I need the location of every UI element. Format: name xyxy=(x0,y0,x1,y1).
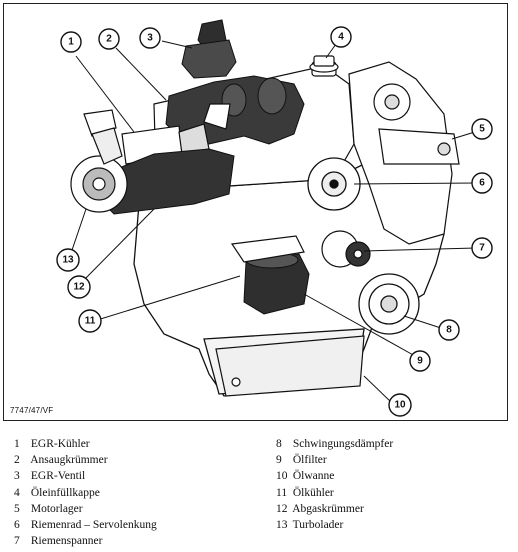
legend-column-left: 1 EGR-Kühler 2 Ansaugkrümmer 3 EGR-Venti… xyxy=(14,436,157,549)
legend-number: 3 xyxy=(14,470,20,483)
legend-number: 1 xyxy=(14,438,20,450)
legend-item: 1 EGR-Kühler xyxy=(14,436,157,452)
parts-legend: 1 EGR-Kühler 2 Ansaugkrümmer 3 EGR-Venti… xyxy=(0,436,518,552)
callout-4: 4 xyxy=(330,26,352,48)
svg-text:5: 5 xyxy=(479,124,485,135)
legend-label: Ölfilter xyxy=(292,454,327,467)
legend-item: 12 Abgaskrümmer xyxy=(276,501,393,517)
svg-text:1: 1 xyxy=(68,37,74,48)
engine-illustration: 1 2 3 4 5 6 7 8 9 10 11 12 13 xyxy=(56,19,493,417)
legend-label: Turbolader xyxy=(292,518,344,531)
callout-6: 6 xyxy=(471,172,493,194)
callout-9: 9 xyxy=(409,350,431,372)
oil-cooler xyxy=(230,235,305,263)
svg-text:12: 12 xyxy=(73,282,85,293)
svg-text:2: 2 xyxy=(106,34,112,45)
svg-text:10: 10 xyxy=(394,400,406,411)
engine-mount xyxy=(378,128,460,165)
callout-12: 12 xyxy=(67,275,91,299)
legend-item: 4 Öleinfüllkappe xyxy=(14,485,157,501)
legend-item: 5 Motorlager xyxy=(14,501,157,517)
legend-item: 10 Ölwanne xyxy=(276,468,393,484)
legend-number: 13 xyxy=(276,518,288,531)
legend-label: Motorlager xyxy=(30,502,83,515)
belt-tensioner xyxy=(321,230,371,268)
callout-5: 5 xyxy=(471,118,493,140)
legend-label: Schwingungsdämpfer xyxy=(292,438,394,450)
callout-13: 13 xyxy=(56,248,80,272)
power-steering-pulley xyxy=(307,157,361,211)
callout-7: 7 xyxy=(471,237,493,259)
legend-item: 2 Ansaugkrümmer xyxy=(14,452,157,468)
oil-pan xyxy=(215,335,365,397)
svg-text:9: 9 xyxy=(417,356,423,367)
legend-item: 7 Riemenspanner xyxy=(14,533,157,549)
svg-text:6: 6 xyxy=(479,178,485,189)
callout-2: 2 xyxy=(98,28,120,50)
callout-1: 1 xyxy=(60,31,82,53)
legend-number: 10 xyxy=(276,470,288,483)
callout-3: 3 xyxy=(139,27,161,49)
legend-number: 11 xyxy=(276,486,288,499)
turbocharger xyxy=(70,109,128,213)
svg-text:11: 11 xyxy=(85,316,96,327)
egr-valve xyxy=(181,19,237,79)
svg-text:4: 4 xyxy=(338,32,344,43)
legend-item: 13 Turbolader xyxy=(276,517,393,533)
legend-item: 11 Ölkühler xyxy=(276,485,393,501)
svg-text:7: 7 xyxy=(479,243,485,254)
callout-11: 11 xyxy=(78,309,102,333)
legend-label: Riemenrad – Servolenkung xyxy=(30,518,157,531)
legend-item: 6 Riemenrad – Servolenkung xyxy=(14,517,157,533)
legend-label: Öleinfüllkappe xyxy=(30,486,100,499)
legend-label: Ölkühler xyxy=(292,486,334,499)
oil-filter xyxy=(243,251,310,315)
legend-item: 9 Ölfilter xyxy=(276,452,393,468)
svg-text:13: 13 xyxy=(62,255,74,266)
figure-id-label: 7747/47/VF xyxy=(10,406,54,415)
legend-number: 5 xyxy=(14,502,20,515)
legend-label: EGR-Ventil xyxy=(30,470,86,483)
legend-label: Riemenspanner xyxy=(30,535,103,548)
vibration-damper xyxy=(358,273,420,335)
callout-8: 8 xyxy=(438,319,460,341)
legend-number: 2 xyxy=(14,454,20,467)
legend-label: Abgaskrümmer xyxy=(292,502,364,515)
legend-item: 8 Schwingungsdämpfer xyxy=(276,436,393,452)
legend-number: 12 xyxy=(276,502,288,515)
callout-10: 10 xyxy=(388,393,412,417)
legend-label: EGR-Kühler xyxy=(30,438,90,450)
diagram-frame: 1 2 3 4 5 6 7 8 9 10 11 12 13 7747/47/VF xyxy=(3,3,508,421)
oil-filler-cap xyxy=(309,55,339,73)
legend-column-right: 8 Schwingungsdämpfer 9 Ölfilter 10 Ölwan… xyxy=(276,436,393,533)
legend-number: 4 xyxy=(14,486,20,499)
legend-label: Ölwanne xyxy=(292,470,335,483)
legend-item: 3 EGR-Ventil xyxy=(14,468,157,484)
legend-number: 7 xyxy=(14,535,20,548)
legend-number: 6 xyxy=(14,518,20,531)
legend-number: 9 xyxy=(276,454,282,467)
legend-number: 8 xyxy=(276,438,282,450)
legend-label: Ansaugkrümmer xyxy=(30,454,108,467)
svg-text:8: 8 xyxy=(446,325,452,336)
svg-text:3: 3 xyxy=(147,33,153,44)
